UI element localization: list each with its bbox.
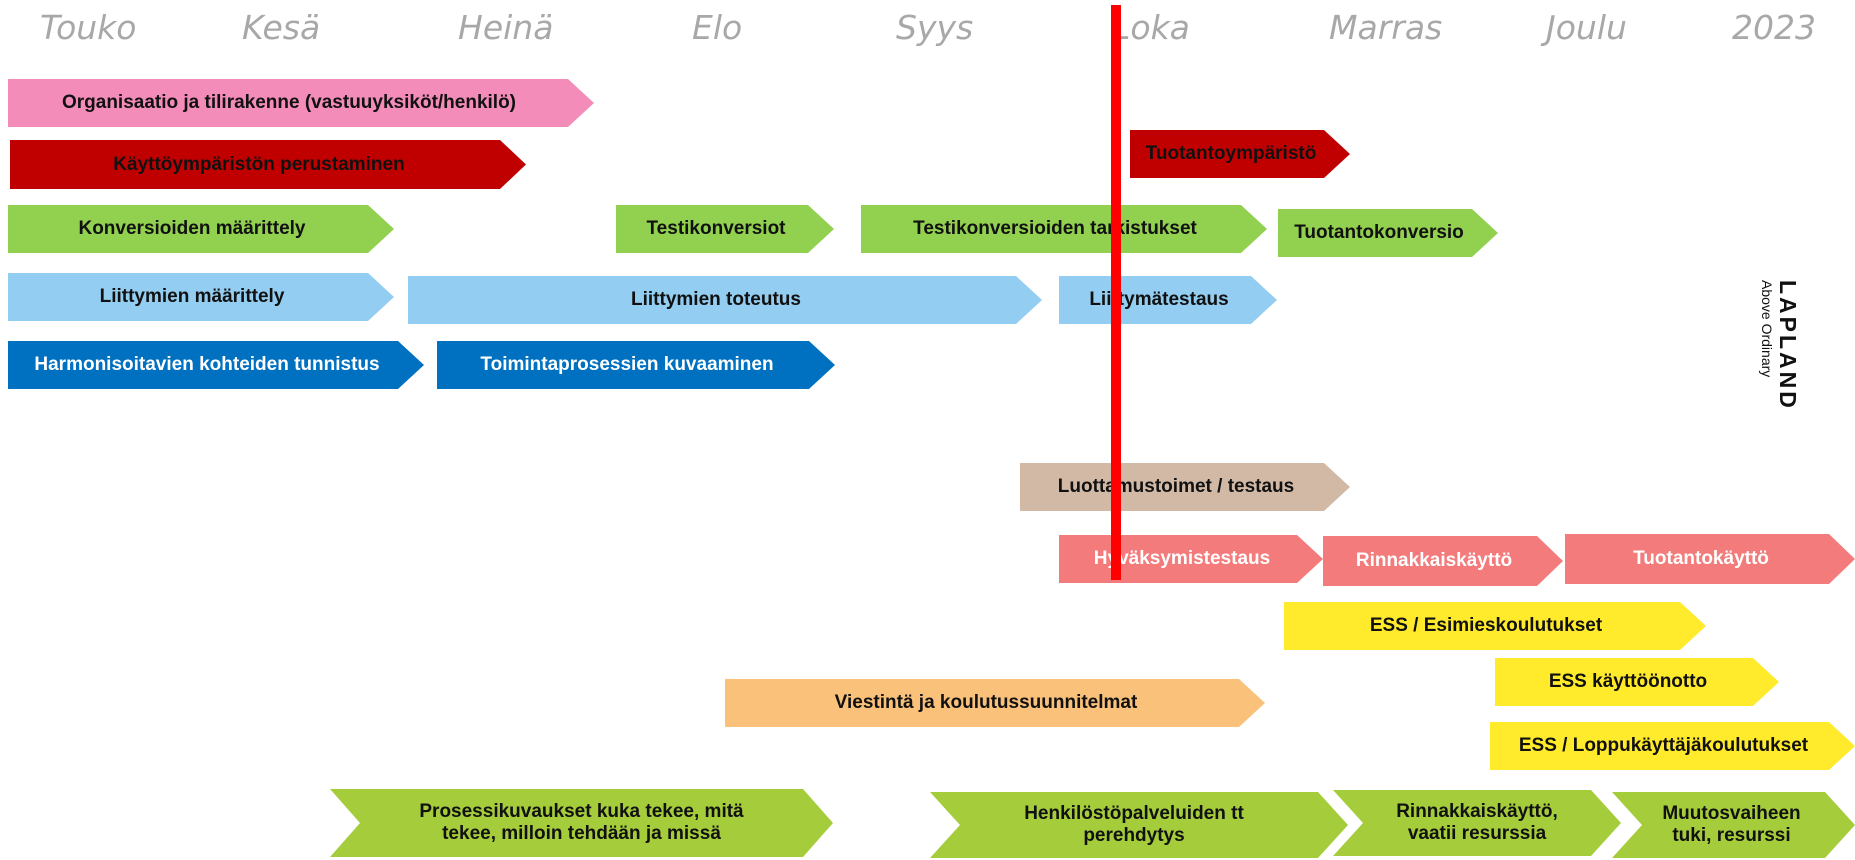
task-label: Henkilöstöpalveluiden tt perehdytys xyxy=(1024,803,1244,846)
task-bar-prosessikuvaukset: Prosessikuvaukset kuka tekee, mitä tekee… xyxy=(330,789,833,857)
task-bar-muutosvaiheen: Muutosvaiheen tuki, resurssi xyxy=(1612,792,1855,858)
task-bar-viestinta: Viestintä ja koulutussuunnitelmat xyxy=(725,679,1265,727)
task-bar-toimintaprosessien: Toimintaprosessien kuvaaminen xyxy=(437,341,835,389)
task-label: Liittymien määrittely xyxy=(99,286,285,307)
task-bar-ess-kayttoonotto: ESS käyttöönotto xyxy=(1495,658,1779,706)
task-bar-konversioiden-maarittely: Konversioiden määrittely xyxy=(8,205,394,253)
task-label: Viestintä ja koulutussuunnitelmat xyxy=(834,692,1138,713)
task-bar-ess-loppukayttajakoulutukset: ESS / Loppukäyttäjäkoulutukset xyxy=(1490,722,1855,770)
task-label: Tuotantokäyttö xyxy=(1633,548,1769,569)
month-label: Loka xyxy=(1112,8,1190,47)
task-label: Muutosvaiheen tuki, resurssi xyxy=(1662,803,1801,846)
month-label: Marras xyxy=(1329,8,1443,47)
lapland-logo: LAPLAND Above Ordinary xyxy=(1755,280,1845,420)
task-bar-hyvaksymistestaus: Hyväksymistestaus xyxy=(1059,535,1323,583)
month-label: Syys xyxy=(896,8,974,47)
task-label: Luottamustoimet / testaus xyxy=(1057,476,1295,497)
task-bar-liittymien-maarittely: Liittymien määrittely xyxy=(8,273,394,321)
task-bar-testikonversiot: Testikonversiot xyxy=(616,205,834,253)
logo-title: LAPLAND xyxy=(1775,280,1801,411)
task-bar-luottamustoimet: Luottamustoimet / testaus xyxy=(1020,463,1350,511)
task-bar-liittymien-toteutus: Liittymien toteutus xyxy=(408,276,1042,324)
task-label: Rinnakkaiskäyttö xyxy=(1355,550,1513,571)
task-label: Tuotantoympäristö xyxy=(1145,143,1317,164)
task-label: Tuotantokonversio xyxy=(1294,222,1464,243)
task-bar-rinnakkaiskaytto-resurssit: Rinnakkaiskäyttö, vaatii resurssia xyxy=(1333,790,1621,856)
task-label: ESS / Esimieskoulutukset xyxy=(1369,615,1603,636)
task-label: Toimintaprosessien kuvaaminen xyxy=(480,354,774,375)
task-bar-testikonversioiden-tarkistukset: Testikonversioiden tarkistukset xyxy=(861,205,1267,253)
month-label: Touko xyxy=(40,8,137,47)
task-label: Hyväksymistestaus xyxy=(1093,548,1271,569)
task-bar-tuotantokaytto: Tuotantokäyttö xyxy=(1565,534,1855,584)
task-label: ESS käyttöönotto xyxy=(1548,671,1708,692)
month-label: Elo xyxy=(692,8,743,47)
month-label: 2023 xyxy=(1732,8,1816,47)
current-date-marker xyxy=(1111,5,1121,580)
task-bar-liittymatestaus: Liittymätestaus xyxy=(1059,276,1277,324)
month-label: Heinä xyxy=(458,8,554,47)
task-bar-henkilostopalveluiden: Henkilöstöpalveluiden tt perehdytys xyxy=(930,792,1348,858)
month-label: Kesä xyxy=(242,8,321,47)
task-label: Testikonversioiden tarkistukset xyxy=(913,218,1197,239)
task-bar-ess-esimieskoulutukset: ESS / Esimieskoulutukset xyxy=(1284,602,1706,650)
task-label: Liittymien toteutus xyxy=(631,289,801,310)
task-label: Organisaatio ja tilirakenne (vastuuyksik… xyxy=(61,92,517,113)
task-label: Harmonisoitavien kohteiden tunnistus xyxy=(34,354,380,375)
task-bar-organisaatio: Organisaatio ja tilirakenne (vastuuyksik… xyxy=(8,79,594,127)
task-label: Rinnakkaiskäyttö, vaatii resurssia xyxy=(1396,801,1558,844)
task-bar-harmonisoitavien: Harmonisoitavien kohteiden tunnistus xyxy=(8,341,424,389)
task-label: Prosessikuvaukset kuka tekee, mitä tekee… xyxy=(419,801,744,844)
task-label: ESS / Loppukäyttäjäkoulutukset xyxy=(1518,735,1809,756)
task-bar-rinnakkaiskaytto: Rinnakkaiskäyttö xyxy=(1323,536,1563,586)
task-label: Käyttöympäristön perustaminen xyxy=(113,153,405,175)
task-label: Konversioiden määrittely xyxy=(78,218,306,239)
task-bar-tuotantoymparisto: Tuotantoympäristö xyxy=(1130,130,1350,178)
task-label: Testikonversiot xyxy=(646,218,786,239)
task-bar-kayttoymparisto: Käyttöympäristön perustaminen xyxy=(10,140,526,189)
month-label: Joulu xyxy=(1546,8,1627,47)
task-label: Liittymätestaus xyxy=(1089,289,1229,310)
task-bar-tuotantokonversio: Tuotantokonversio xyxy=(1278,209,1498,257)
logo-tagline: Above Ordinary xyxy=(1759,280,1775,378)
